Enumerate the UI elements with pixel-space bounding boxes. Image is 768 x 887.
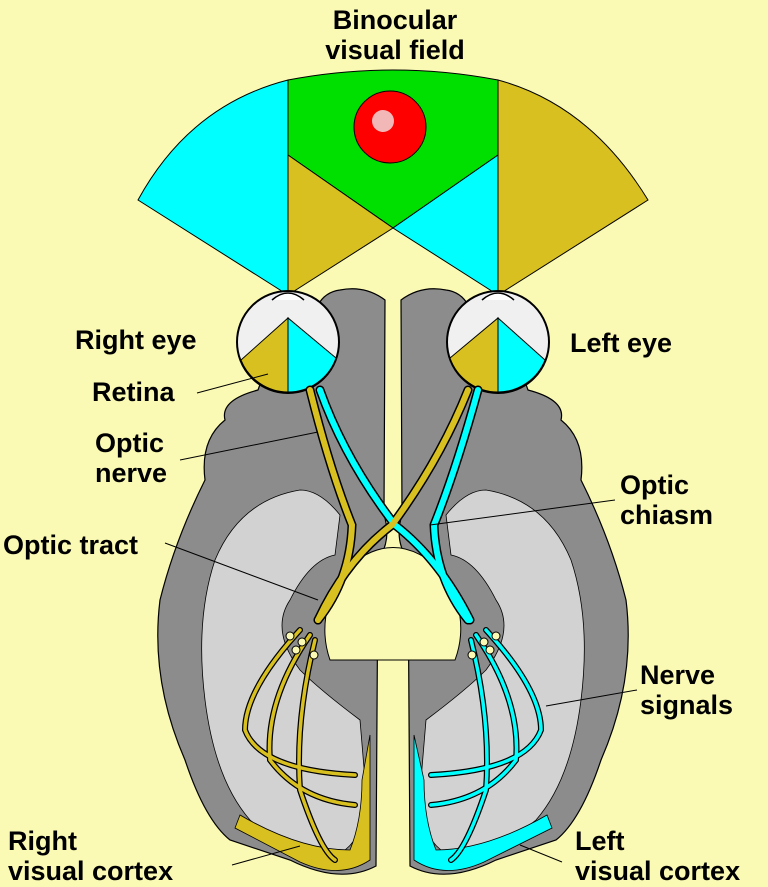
brain <box>157 288 629 875</box>
thalamus-relay-nodes <box>285 631 501 660</box>
nerve-signals-line-2: signals <box>640 690 734 720</box>
left-eye-outer-field <box>497 79 649 296</box>
left-eye-label: Left eye <box>570 328 673 358</box>
right-eye-outer-field <box>137 79 289 296</box>
leader-lines <box>164 373 638 866</box>
optic-chiasm-line-1: Optic <box>620 470 690 500</box>
left-visual-cortex-label: Left visual cortex <box>575 826 740 886</box>
right-eye <box>236 290 340 394</box>
left-retina-nasal <box>449 316 499 393</box>
right-visual-cortex-label: Right visual cortex <box>8 826 173 886</box>
fixation-target-highlight <box>372 110 394 132</box>
left-cortex-line-1: Left <box>575 826 625 856</box>
optic-nerve-label: Optic nerve <box>95 428 167 488</box>
left-optic-nerve-crossing <box>315 387 471 623</box>
optic-chiasm-label: Optic chiasm <box>620 470 713 530</box>
right-retina-nasal <box>287 316 337 393</box>
left-cortex-line-2: visual cortex <box>575 856 741 886</box>
left-retina-temporal <box>497 316 546 393</box>
left-cornea <box>481 292 515 301</box>
right-cornea <box>271 292 305 301</box>
visual-field <box>137 69 649 296</box>
optic-pathways <box>241 385 545 863</box>
optic-tract-label: Optic tract <box>3 530 139 560</box>
right-cortex-line-2: visual cortex <box>8 856 174 886</box>
right-cortex-line-1: Right <box>8 826 77 856</box>
left-optic-radiations <box>429 628 543 862</box>
optic-nerve-line-1: Optic <box>95 428 165 458</box>
left-visual-cortex-region <box>413 734 553 871</box>
binocular-field-label: Binocular visual field <box>300 5 490 65</box>
optic-nerve-line-2: nerve <box>95 458 168 488</box>
right-eye-nasal-field <box>287 154 394 296</box>
retina-label: Retina <box>92 377 175 407</box>
right-visual-cortex-region <box>234 734 371 871</box>
optic-chiasm-line-2: chiasm <box>620 500 714 530</box>
right-eye-label: Right eye <box>75 325 197 355</box>
binocular-line-1: Binocular <box>332 5 458 35</box>
left-eye-nasal-field <box>392 154 499 296</box>
nerve-signals-label: Nerve signals <box>640 660 733 720</box>
right-optic-radiations <box>243 628 357 862</box>
binocular-line-2: visual field <box>325 35 465 65</box>
left-eye <box>446 290 550 394</box>
right-retina-temporal <box>240 316 289 393</box>
nerve-signals-line-1: Nerve <box>640 660 716 690</box>
